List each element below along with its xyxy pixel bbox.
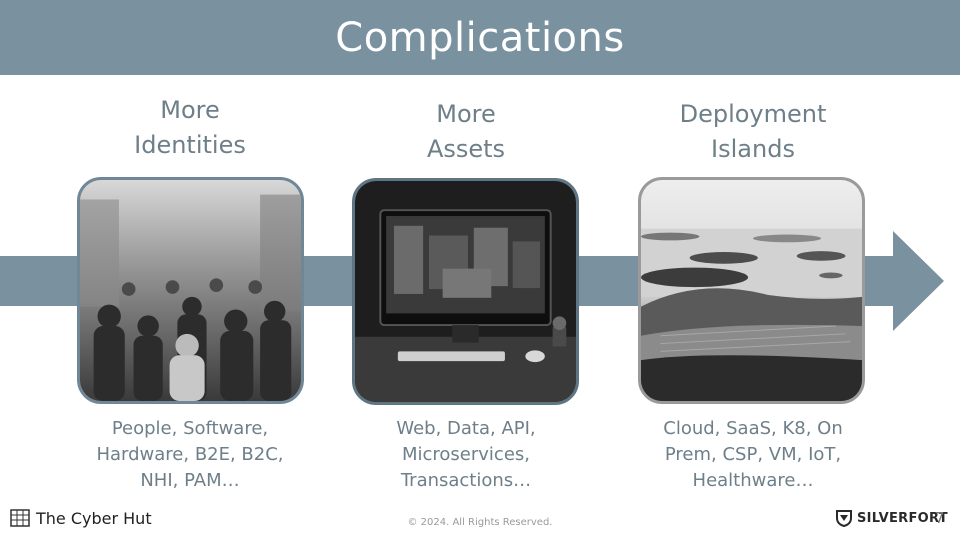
silverfort-logo: SILVERFORT bbox=[835, 509, 948, 527]
column-identities-description: People, Software, Hardware, B2E, B2C, NH… bbox=[75, 416, 305, 494]
column-assets-heading: More Assets bbox=[366, 97, 566, 167]
hut-icon bbox=[10, 509, 30, 527]
heading-line: Deployment bbox=[679, 100, 827, 128]
description-line: Prem, CSP, VM, IoT, bbox=[664, 444, 842, 465]
column-islands-description: Cloud, SaaS, K8, On Prem, CSP, VM, IoT, … bbox=[638, 416, 868, 494]
description-line: People, Software, bbox=[111, 418, 269, 439]
description-line: Web, Data, API, bbox=[396, 418, 536, 439]
description-line: Microservices, bbox=[401, 444, 531, 465]
description-line: Transactions… bbox=[400, 470, 532, 491]
title-bar: Complications bbox=[0, 0, 960, 75]
crowd-image bbox=[77, 177, 304, 404]
page-title: Complications bbox=[335, 14, 625, 61]
description-line: NHI, PAM… bbox=[140, 470, 240, 491]
page-number: 7 bbox=[935, 509, 945, 527]
copyright-notice: © 2024. All Rights Reserved. bbox=[407, 517, 553, 528]
heading-line: More bbox=[160, 96, 220, 124]
left-brand-name: The Cyber Hut bbox=[36, 508, 152, 528]
heading-line: Identities bbox=[134, 131, 246, 159]
column-assets-description: Web, Data, API, Microservices, Transacti… bbox=[351, 416, 581, 494]
column-identities-heading: More Identities bbox=[90, 93, 290, 163]
computer-image bbox=[352, 178, 579, 405]
heading-line: Assets bbox=[426, 135, 506, 163]
islands-image bbox=[638, 177, 865, 404]
heading-line: More bbox=[436, 100, 496, 128]
right-brand-name: SILVERFORT bbox=[857, 510, 948, 526]
description-line: Hardware, B2E, B2C, bbox=[96, 444, 284, 465]
column-islands-heading: Deployment Islands bbox=[653, 97, 853, 167]
cyber-hut-logo: The Cyber Hut bbox=[10, 508, 152, 528]
heading-line: Islands bbox=[711, 135, 795, 163]
description-line: Healthware… bbox=[692, 470, 814, 491]
shield-icon bbox=[836, 510, 852, 527]
description-line: Cloud, SaaS, K8, On bbox=[663, 418, 843, 439]
